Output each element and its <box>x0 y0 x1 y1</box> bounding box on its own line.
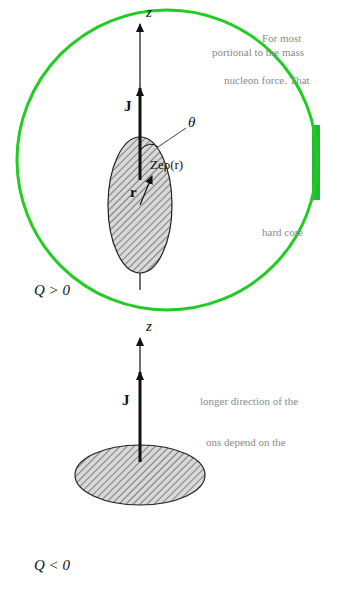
spin-label: J <box>124 98 132 115</box>
axis-label: z <box>146 4 152 21</box>
highlight-circle <box>17 10 317 310</box>
background-text: longer direction of the <box>200 395 298 407</box>
radius-label: r <box>130 184 137 201</box>
quadrupole-sign: Q < 0 <box>34 557 70 574</box>
background-text: nucleon force. That <box>224 74 310 86</box>
charge-density-label: Zeρ(r) <box>150 157 183 173</box>
background-text: For most <box>262 32 301 44</box>
spin-label: J <box>122 392 130 409</box>
background-text: portional to the mass <box>212 46 304 58</box>
background-text: hard core <box>262 226 303 238</box>
angle-label: θ <box>188 114 195 131</box>
axis-label: z <box>146 318 152 335</box>
background-text: ons depend on the <box>206 436 286 448</box>
quadrupole-sign: Q > 0 <box>34 282 70 299</box>
